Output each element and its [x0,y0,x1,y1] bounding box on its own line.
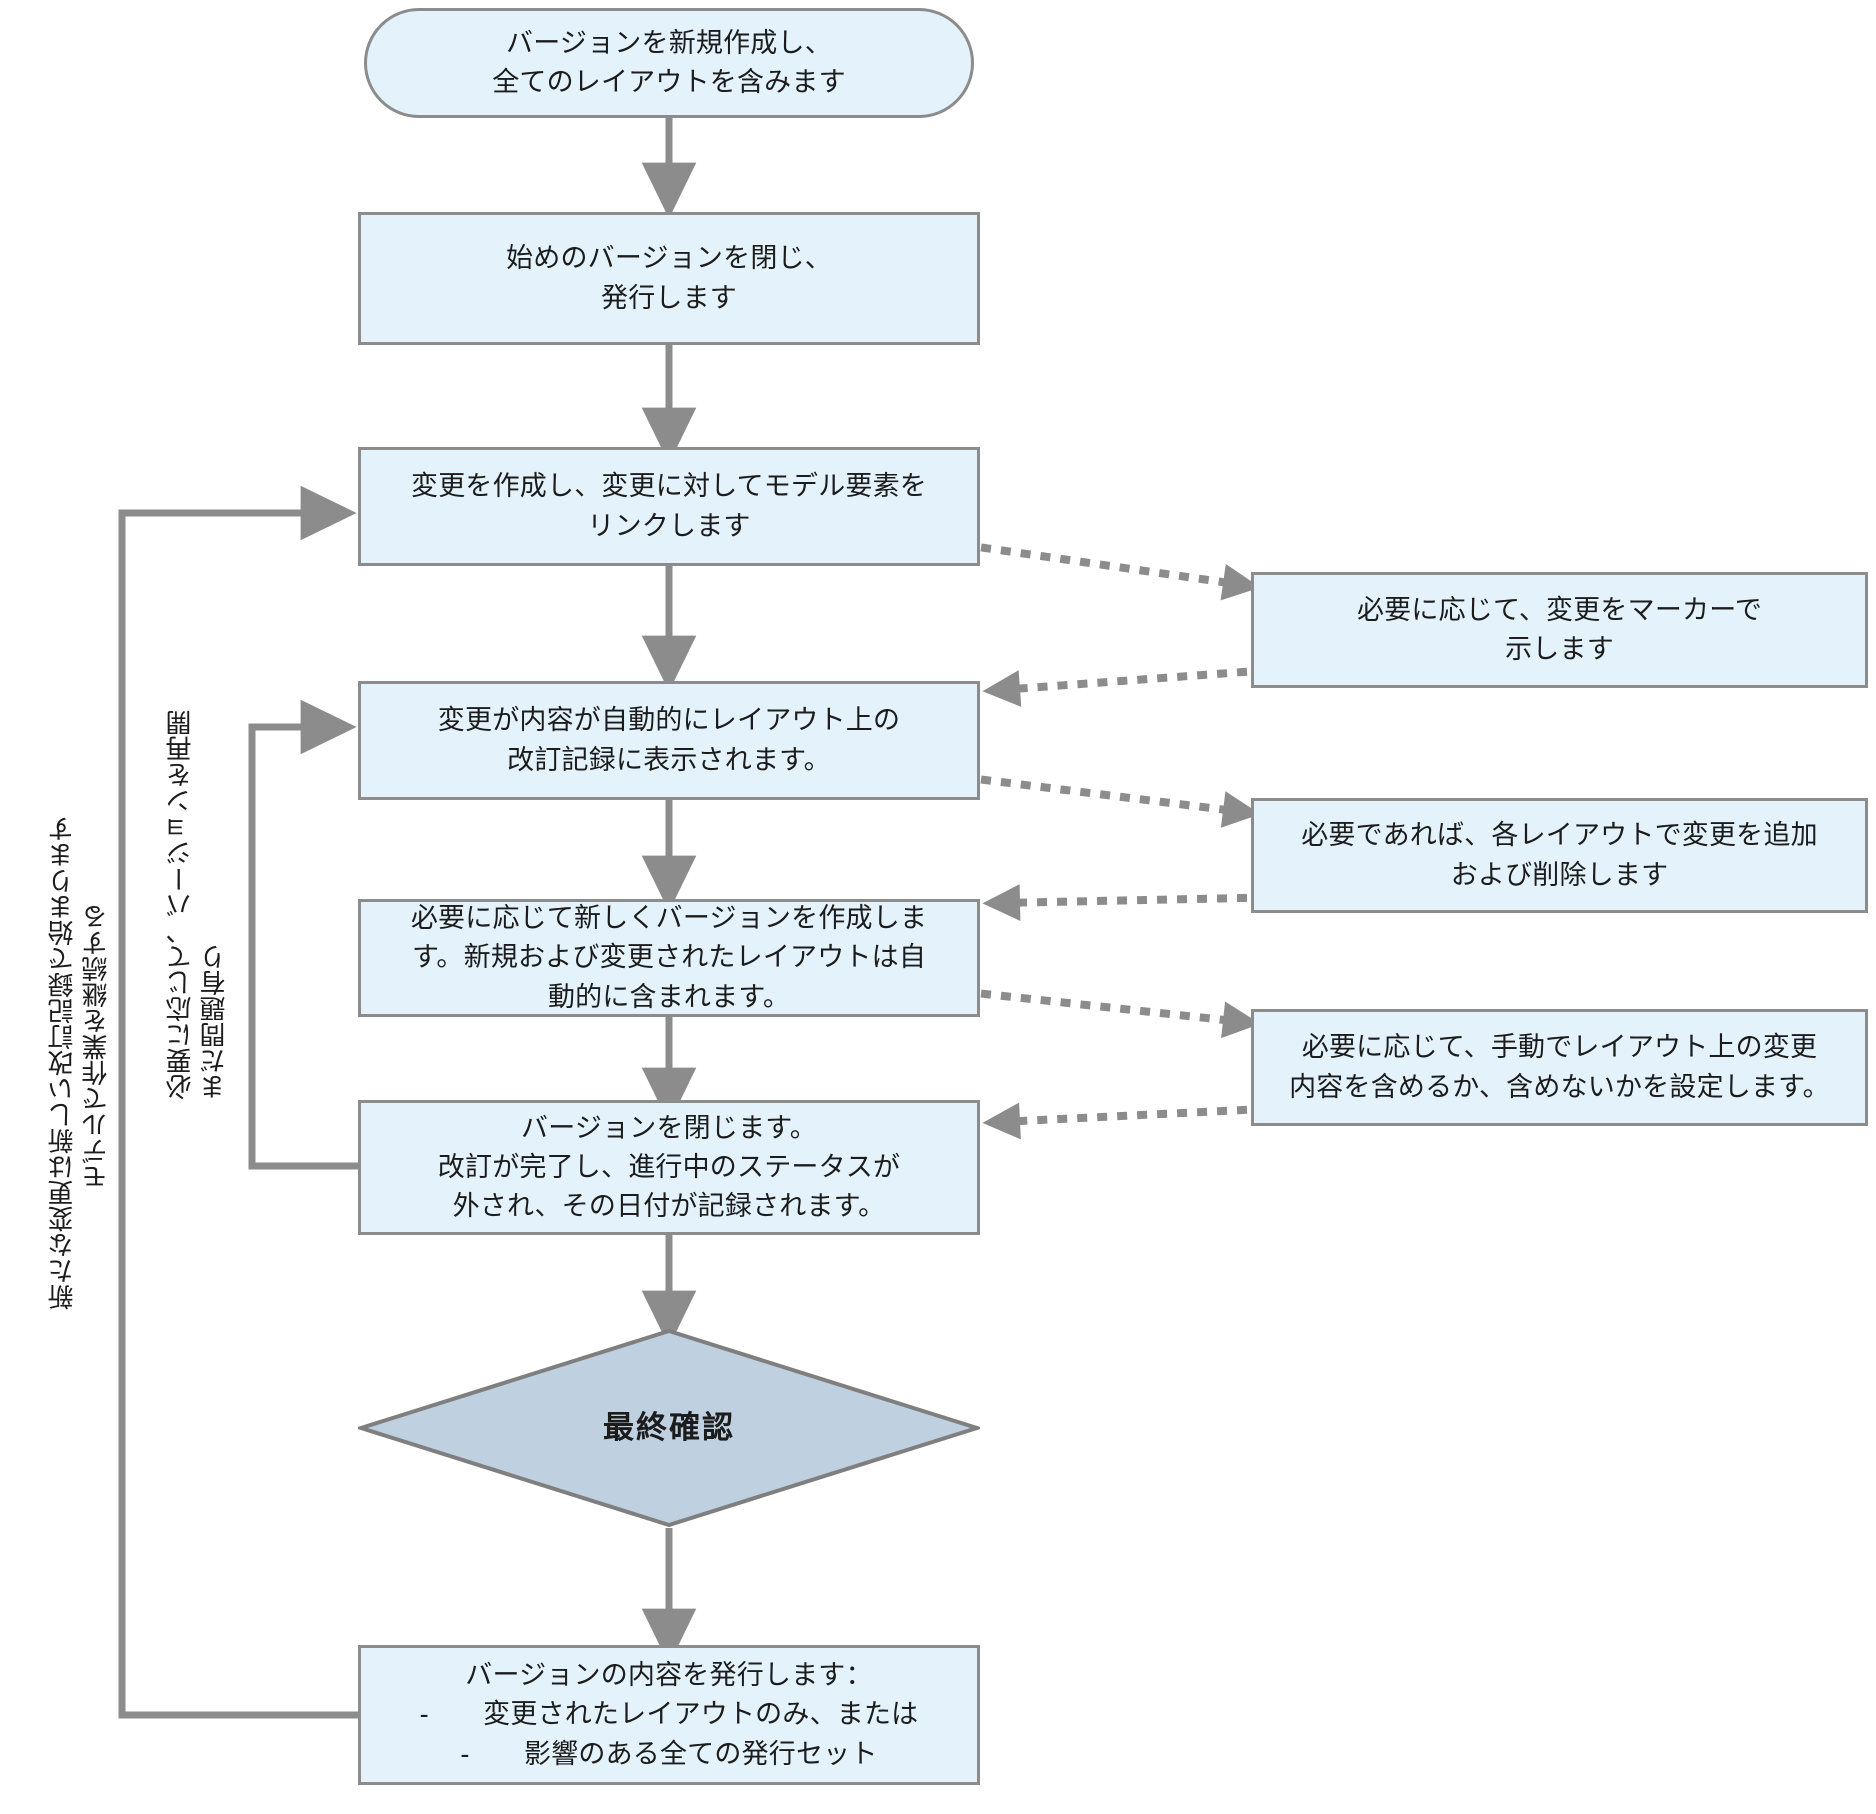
node-mark-changes[interactable]: 必要に応じて、変更をマーカーで 示します [1251,572,1868,688]
node-manual-include-changes[interactable]: 必要に応じて、手動でレイアウト上の変更 内容を含めるか、含めないかを設定します。 [1251,1009,1868,1126]
connector-publish-loop-to-create-change [118,485,358,1719]
node-create-change[interactable]: 変更を作成し、変更に対してモデル要素を リンクします [358,447,980,566]
node-auto-revision-record[interactable]: 変更が内容が自動的にレイアウト上の 改訂記録に表示されます。 [358,681,980,800]
edge-label-continue-model-line1: モデルで作業を継続する [81,904,111,1190]
connector-close-version-loop-to-auto-record [248,699,358,1170]
node-publish-version[interactable]: バージョンの内容を発行します： - 変更されたレイアウトのみ、または - 影響の… [358,1645,980,1785]
connector-manual-include-to-close-version [982,1102,1248,1140]
connector-create-change-to-mark-changes [980,543,1261,601]
node-final-check[interactable]: 最終確認 [358,1328,980,1528]
node-close-version[interactable]: バージョンを閉じます。 改訂が完了し、進行中のステータスが 外され、その日付が記… [358,1100,980,1235]
edge-label-resume-version-line1: まだ問題有り [199,944,229,1100]
connector-add-remove-to-new-version [982,884,1248,921]
connector-mark-changes-to-auto-record [982,667,1248,707]
node-create-new-version[interactable]: 必要に応じて新しくバージョンを作成しま す。新規および変更されたレイアウトは自 … [358,899,980,1017]
diamond-shape [358,1328,980,1528]
node-start[interactable]: バージョンを新規作成し、 全てのレイアウトを含みます [364,8,974,118]
connector-new-version-to-manual-include [980,989,1261,1039]
node-close-first-version[interactable]: 始めのバージョンを閉じ、 発行します [358,212,980,345]
connector-auto-record-to-add-remove [980,775,1261,828]
node-final-check-label: 最終確認 [603,1409,735,1445]
node-add-remove-changes[interactable]: 必要であれば、各レイアウトで変更を追加 および削除します [1251,798,1868,913]
edge-label-continue-model-line2: 新たな変更は新しい改訂記録で始まります [47,816,77,1310]
edge-label-resume-version-line2: 必要に応じて、バージョンを再開 [165,710,195,1100]
